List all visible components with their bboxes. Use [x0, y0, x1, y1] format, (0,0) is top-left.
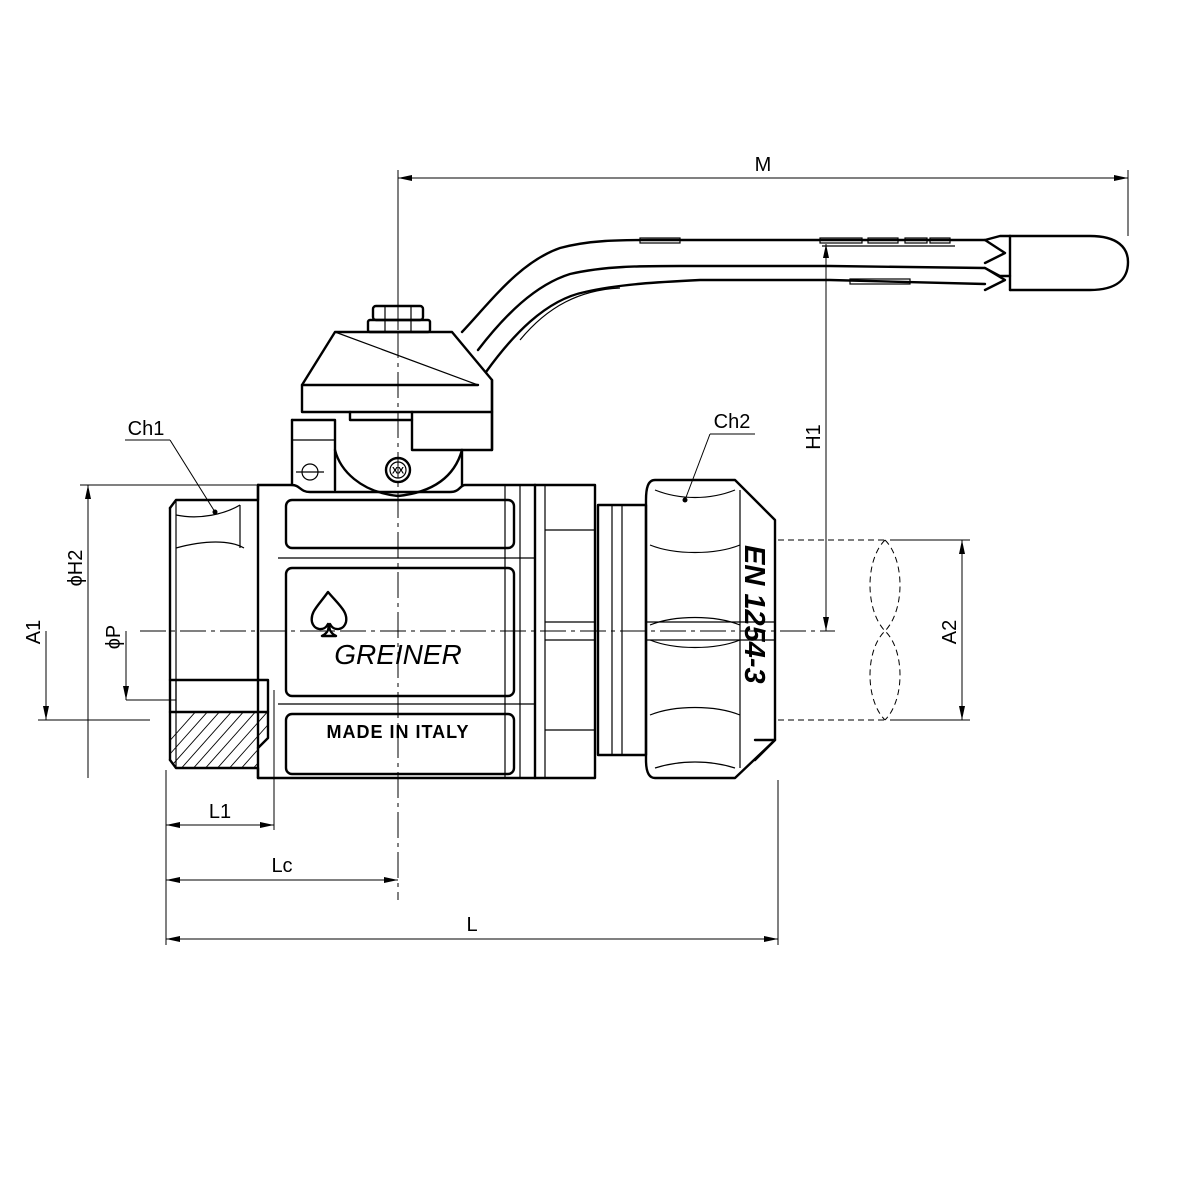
label-ch2: Ch2 — [682, 411, 755, 503]
body-markings: GREINER MADE IN ITALY — [326, 639, 469, 742]
dimension-p: ϕP — [103, 625, 176, 701]
dimension-h2: ϕH2 — [65, 484, 258, 778]
lever-handle — [460, 234, 1130, 374]
svg-text:A1: A1 — [23, 620, 45, 644]
svg-text:XX: XX — [392, 466, 404, 476]
svg-text:Ch2: Ch2 — [714, 411, 751, 433]
svg-text:ϕP: ϕP — [103, 625, 125, 650]
dimension-l: L — [166, 780, 779, 945]
bonnet — [290, 410, 464, 498]
svg-text:L1: L1 — [209, 801, 231, 823]
right-connector — [533, 483, 648, 780]
brand-text: GREINER — [334, 639, 462, 670]
svg-text:ϕH2: ϕH2 — [65, 550, 87, 587]
dimension-lc: Lc — [166, 855, 398, 883]
handle-head — [300, 330, 494, 452]
stem-nut — [366, 304, 432, 334]
dimension-m: M — [397, 154, 1129, 330]
svg-text:M: M — [755, 154, 772, 176]
pipe-outline — [778, 539, 901, 721]
svg-text:Ch1: Ch1 — [128, 418, 165, 440]
dimension-a2: A2 — [890, 539, 970, 721]
svg-text:L: L — [466, 914, 477, 936]
stamp-xx: XX — [384, 456, 412, 484]
dimension-a1: A1 — [23, 620, 150, 721]
origin-text: MADE IN ITALY — [326, 722, 469, 742]
svg-text:H1: H1 — [803, 424, 825, 450]
compression-nut: EN 1254-3 — [644, 478, 777, 780]
standard-text: EN 1254-3 — [738, 545, 770, 684]
dimension-l1: L1 — [165, 690, 275, 945]
label-ch1: Ch1 — [125, 418, 218, 515]
spade-logo — [310, 590, 348, 638]
svg-text:Lc: Lc — [271, 855, 292, 877]
valve-body — [256, 483, 537, 780]
dimension-h1: H1 — [803, 244, 829, 631]
svg-text:A2: A2 — [939, 620, 961, 644]
